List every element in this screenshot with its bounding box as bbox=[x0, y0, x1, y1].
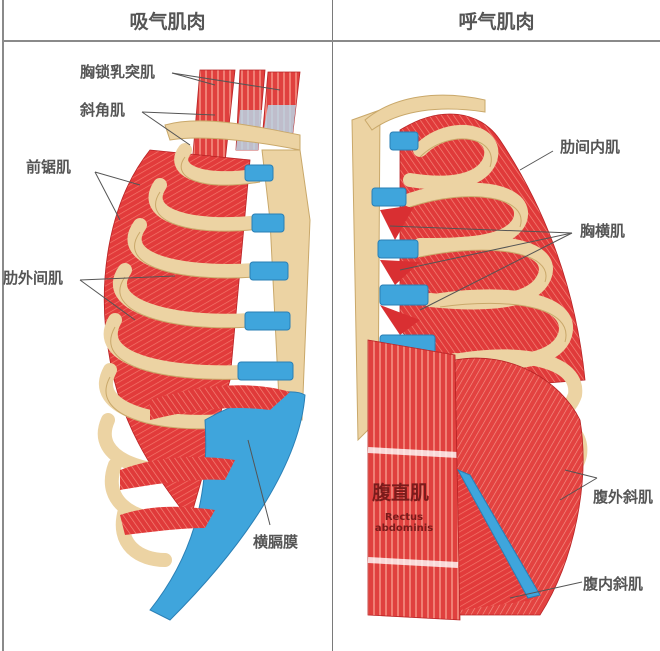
header-inspiratory-muscles: 吸气肌肉 bbox=[129, 10, 206, 33]
header-expiratory-muscles: 呼气肌肉 bbox=[458, 10, 535, 33]
label-sternocleidomastoid: 胸锁乳突肌 bbox=[80, 63, 156, 81]
middle-divider bbox=[332, 0, 333, 651]
label-internal-intercostal: 肋间内肌 bbox=[560, 138, 621, 156]
right-ribcage bbox=[351, 94, 588, 621]
label-rectus-abdominis-en: Rectus abdominis bbox=[374, 512, 434, 534]
label-rectus-abdominis-cn: 腹直肌 bbox=[372, 482, 430, 504]
label-scalene: 斜角肌 bbox=[80, 101, 126, 119]
label-external-intercostal: 肋外间肌 bbox=[3, 269, 64, 287]
left-border bbox=[2, 0, 4, 651]
label-transversus-thoracis: 胸横肌 bbox=[580, 222, 626, 240]
header-divider bbox=[2, 40, 660, 42]
label-external-oblique: 腹外斜肌 bbox=[593, 488, 654, 506]
label-internal-oblique: 腹内斜肌 bbox=[583, 575, 644, 593]
label-diaphragm: 横膈膜 bbox=[253, 533, 299, 551]
left-leader-lines bbox=[79, 72, 281, 526]
left-ribcage bbox=[97, 69, 311, 621]
label-serratus-anterior: 前锯肌 bbox=[26, 158, 72, 176]
right-leader-lines bbox=[389, 150, 598, 599]
